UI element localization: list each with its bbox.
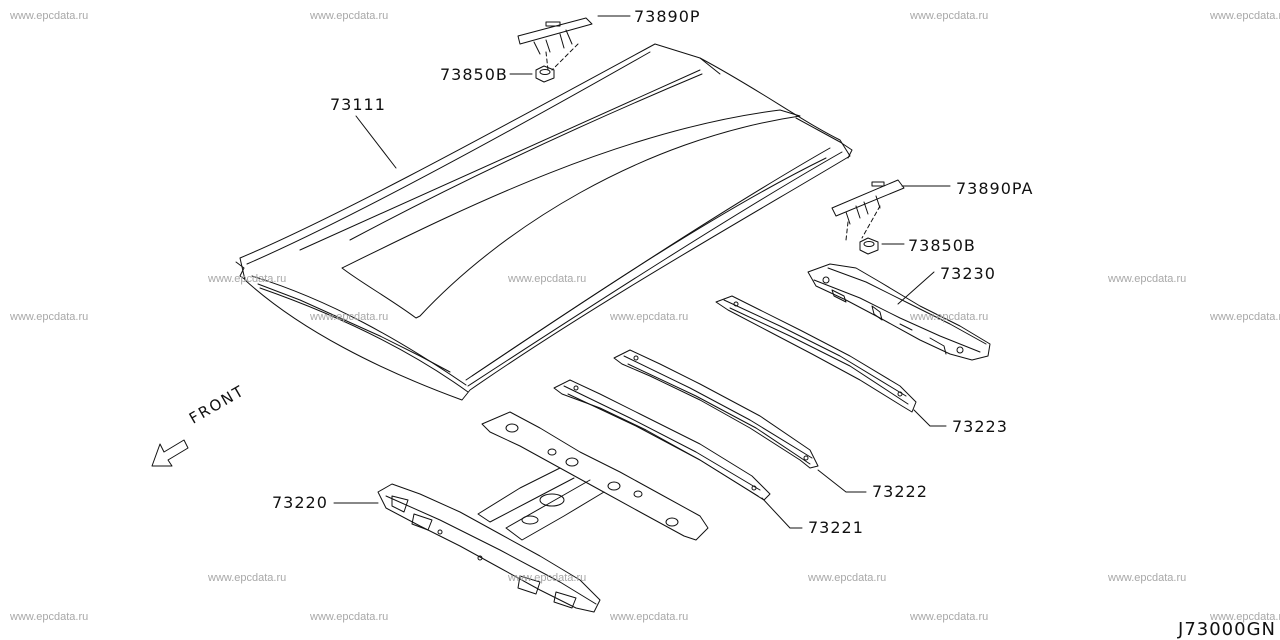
watermark: www.epcdata.ru: [910, 611, 989, 623]
catalog-code: J73000GN: [1178, 619, 1276, 640]
sunroof-opening: [342, 110, 800, 318]
label-rear-rail: 73230: [940, 264, 996, 283]
watermark: www.epcdata.ru: [1210, 10, 1280, 22]
leader-lines: [334, 16, 950, 528]
roof-bow-73221: [554, 380, 770, 500]
label-clip-top: 73890P: [634, 7, 701, 26]
label-roof-panel: 73111: [330, 95, 386, 114]
label-nut-top: 73850B: [440, 65, 508, 84]
label-bow-3: 73223: [952, 417, 1008, 436]
label-clip-right: 73890PA: [956, 179, 1034, 198]
watermark: www.epcdata.ru: [508, 572, 587, 584]
watermark: www.epcdata.ru: [208, 572, 287, 584]
label-front-rail: 73220: [272, 493, 328, 512]
watermark: www.epcdata.ru: [508, 273, 587, 285]
label-bow-2: 73222: [872, 482, 928, 501]
watermark: www.epcdata.ru: [10, 611, 89, 623]
watermark: www.epcdata.ru: [10, 10, 89, 22]
clip-73890P: [518, 18, 592, 54]
watermark: www.epcdata.ru: [808, 572, 887, 584]
front-arrow-icon: [152, 440, 188, 466]
label-bow-1: 73221: [808, 518, 864, 537]
watermark: www.epcdata.ru: [910, 10, 989, 22]
watermark: www.epcdata.ru: [1108, 273, 1187, 285]
watermark: www.epcdata.ru: [1108, 572, 1187, 584]
watermark: www.epcdata.ru: [10, 311, 89, 323]
watermark: www.epcdata.ru: [910, 311, 989, 323]
watermark: www.epcdata.ru: [1210, 311, 1280, 323]
watermark: www.epcdata.ru: [310, 611, 389, 623]
watermark: www.epcdata.ru: [610, 311, 689, 323]
watermark: www.epcdata.ru: [310, 311, 389, 323]
roof-bow-73222: [614, 350, 818, 468]
clip-73890PA: [832, 180, 904, 224]
nut-73850B-right: [846, 206, 880, 254]
label-nut-right: 73850B: [908, 236, 976, 255]
rear-rail: [808, 264, 990, 360]
watermark: www.epcdata.ru: [1210, 611, 1280, 623]
watermark: www.epcdata.ru: [610, 611, 689, 623]
nut-73850B-top: [536, 44, 578, 82]
roof-panel: [236, 44, 852, 400]
front-rail: [378, 412, 708, 612]
roof-bow-73223: [716, 296, 916, 412]
watermark: www.epcdata.ru: [208, 273, 287, 285]
watermark: www.epcdata.ru: [310, 10, 389, 22]
